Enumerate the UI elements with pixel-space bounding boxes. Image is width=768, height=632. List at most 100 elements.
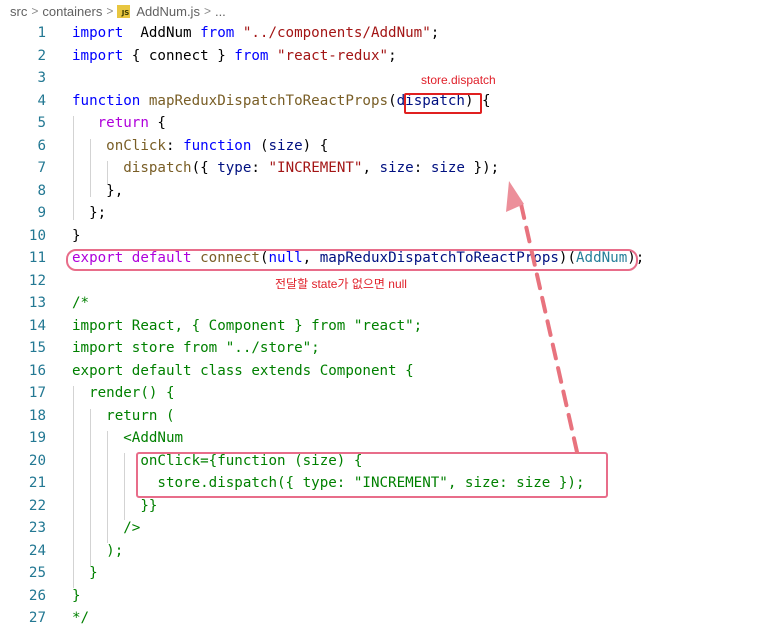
line-number: 27 xyxy=(28,610,46,626)
code-text[interactable]: onClick={function (size) { xyxy=(72,450,362,473)
arrow-head-icon xyxy=(506,181,524,212)
code-text[interactable]: onClick: function (size) { xyxy=(72,135,328,158)
breadcrumb-file-name[interactable]: AddNum.js xyxy=(136,3,200,19)
code-line[interactable]: 1 import AddNum from "../components/AddNu… xyxy=(0,22,768,45)
code-text[interactable]: import React, { Component } from "react"… xyxy=(72,315,422,338)
code-token: size xyxy=(268,137,303,154)
code-token: , xyxy=(362,160,380,176)
code-text[interactable]: import { connect } from "react-redux"; xyxy=(72,45,397,68)
line-number: 12 xyxy=(28,272,46,289)
code-text[interactable]: return { xyxy=(72,112,166,135)
code-token: }} xyxy=(72,497,158,514)
code-line[interactable]: 26} xyxy=(0,585,768,608)
code-line[interactable]: 18 return ( xyxy=(0,405,768,428)
code-line[interactable]: 23 /> xyxy=(0,517,768,540)
line-number: 24 xyxy=(28,542,46,559)
line-number: 16 xyxy=(28,362,46,379)
indent-guide xyxy=(90,409,91,566)
code-token: ( xyxy=(388,92,397,109)
code-line[interactable]: 10} xyxy=(0,225,768,248)
line-number: 4 xyxy=(37,92,46,109)
code-text[interactable]: }; xyxy=(72,202,106,225)
code-token: mapReduxDispatchToReactProps xyxy=(319,250,559,266)
code-token: )( xyxy=(558,250,577,266)
code-text[interactable]: }} xyxy=(72,495,157,518)
code-text[interactable]: /> xyxy=(72,517,140,540)
code-editor[interactable]: 1 import AddNum from "../components/AddNu… xyxy=(0,22,768,630)
code-line[interactable]: 20 onClick={function (size) { xyxy=(0,450,768,473)
code-token: render() { xyxy=(72,385,175,401)
code-text[interactable]: } xyxy=(72,225,81,248)
code-token: ); xyxy=(72,542,124,559)
code-text[interactable]: import store from "../store"; xyxy=(72,337,320,360)
code-token: }, xyxy=(72,182,124,199)
line-number: 14 xyxy=(28,317,46,334)
code-text[interactable]: render() { xyxy=(72,382,175,405)
code-line[interactable]: 8 }, xyxy=(0,180,768,203)
breadcrumb: src > containers > JS AddNum.js > ... xyxy=(0,0,768,22)
code-token: return ( xyxy=(72,407,175,424)
code-token: */ xyxy=(72,610,90,626)
code-text[interactable]: import AddNum from "../components/AddNum… xyxy=(72,22,439,45)
code-token: export default class extends Component { xyxy=(72,362,414,379)
code-line[interactable]: 14 import React, { Component } from "reac… xyxy=(0,315,768,338)
code-line[interactable]: 12 xyxy=(0,270,768,293)
null-annotation: 전달할 state가 없으면 null xyxy=(275,277,407,291)
line-number: 13 xyxy=(28,295,46,311)
code-line[interactable]: 19 <AddNum xyxy=(0,427,768,450)
code-text[interactable]: <AddNum xyxy=(72,427,183,450)
code-text[interactable]: export default class extends Component { xyxy=(72,360,414,383)
code-text[interactable]: return ( xyxy=(72,405,175,428)
breadcrumb-separator: > xyxy=(31,4,39,18)
code-line[interactable]: 21 store.dispatch({ type: "INCREMENT", s… xyxy=(0,472,768,495)
code-line[interactable]: 13 /* xyxy=(0,292,768,315)
code-line[interactable]: 5 return { xyxy=(0,112,768,135)
code-line[interactable]: 16 export default class extends Component… xyxy=(0,360,768,383)
indent-guide xyxy=(107,431,108,543)
code-token: AddNum xyxy=(576,250,628,266)
code-token: <AddNum xyxy=(72,430,184,446)
code-line[interactable]: 22 }} xyxy=(0,495,768,518)
code-line[interactable]: 4 function mapReduxDispatchToReactProps(d… xyxy=(0,90,768,113)
indent-guide xyxy=(124,453,125,520)
code-text[interactable]: */ xyxy=(72,607,89,630)
code-text[interactable]: function mapReduxDispatchToReactProps(di… xyxy=(72,90,491,113)
code-text[interactable]: } xyxy=(72,562,98,585)
line-number: 1 xyxy=(37,25,46,41)
code-text[interactable]: } xyxy=(72,585,81,608)
breadcrumb-trail[interactable]: ... xyxy=(214,3,226,19)
code-token: size xyxy=(430,160,465,176)
code-line[interactable]: 9 }; xyxy=(0,202,768,225)
indent-guide xyxy=(90,139,91,197)
code-token: ) { xyxy=(302,137,329,154)
code-line[interactable]: 7 dispatch({ type: "INCREMENT", size: si… xyxy=(0,157,768,180)
code-token: dispatch xyxy=(72,160,192,176)
code-token: "INCREMENT" xyxy=(268,160,363,176)
breadcrumb-segment-containers[interactable]: containers xyxy=(42,3,103,19)
code-line[interactable]: 3 xyxy=(0,67,768,90)
onclick-block-highlight xyxy=(136,452,608,498)
code-token: function xyxy=(72,92,141,109)
code-text[interactable]: store.dispatch({ type: "INCREMENT", size… xyxy=(72,472,584,495)
line-number: 7 xyxy=(37,160,46,176)
code-token: export xyxy=(72,250,124,266)
code-line[interactable]: 6 onClick: function (size) { xyxy=(0,135,768,158)
code-text[interactable]: /* xyxy=(72,292,89,315)
breadcrumb-segment-src[interactable]: src xyxy=(10,3,28,19)
code-text[interactable]: }, xyxy=(72,180,123,203)
code-line[interactable]: 27 */ xyxy=(0,607,768,630)
dashed-arrow-line xyxy=(519,202,579,454)
code-token: "react-redux" xyxy=(268,47,389,64)
code-token: ({ xyxy=(191,160,218,176)
code-text[interactable]: dispatch({ type: "INCREMENT", size: size… xyxy=(72,157,499,180)
code-text[interactable]: export default connect(null, mapReduxDis… xyxy=(72,247,644,270)
code-line[interactable]: 24 ); xyxy=(0,540,768,563)
code-text[interactable]: ); xyxy=(72,540,123,563)
code-line[interactable]: 25 } xyxy=(0,562,768,585)
code-line[interactable]: 17 render() { xyxy=(0,382,768,405)
code-token: from xyxy=(234,47,269,64)
